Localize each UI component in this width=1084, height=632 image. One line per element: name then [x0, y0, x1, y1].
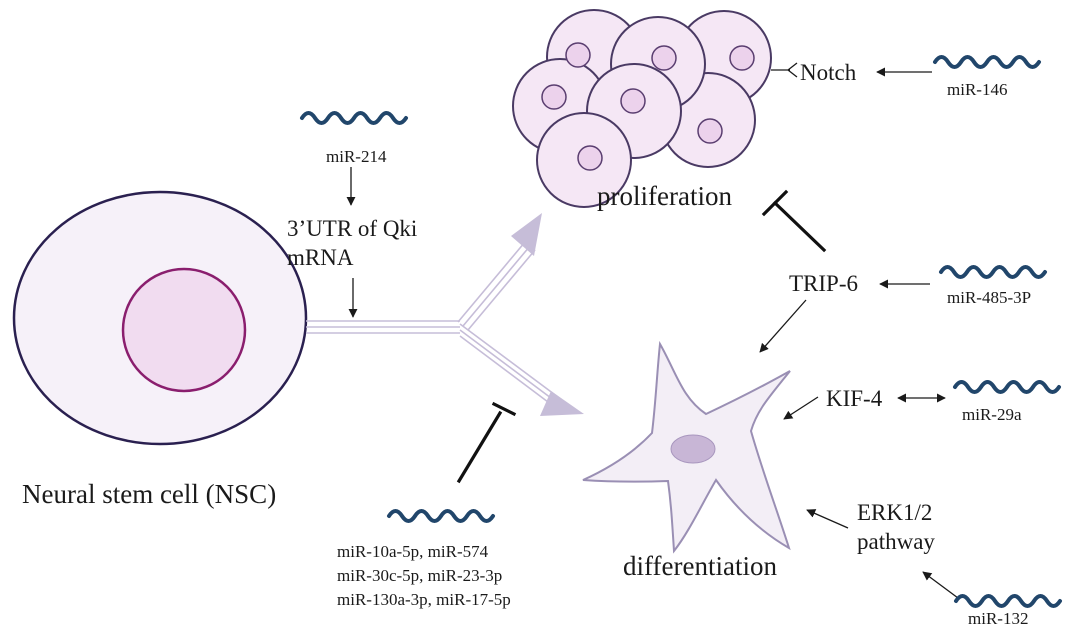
proliferating-cells	[512, 9, 772, 208]
mir214-label: miR-214	[326, 147, 387, 166]
neural-stem-cell	[12, 190, 308, 446]
nsc-label: Neural stem cell (NSC)	[22, 479, 276, 509]
trip6-inhibits-proliferation	[772, 200, 827, 253]
mirna-group-line2: miR-30c-5p, miR-23-3p	[337, 566, 502, 585]
mir146-label: miR-146	[947, 80, 1007, 99]
mirna-group-strand-icon	[387, 509, 495, 523]
arrow-erk-differentiation	[806, 509, 849, 529]
qki-label-line2: mRNA	[287, 245, 354, 270]
arrow-mir132-erk	[922, 571, 959, 599]
mir132-strand-icon	[954, 594, 1062, 608]
mir146-strand-icon	[933, 55, 1041, 69]
differentiation-label: differentiation	[623, 551, 777, 581]
mirna-group-line3: miR-130a-3p, miR-17-5p	[337, 590, 511, 609]
erk-label-line2: pathway	[857, 529, 935, 554]
erk-label-line1: ERK1/2	[857, 500, 932, 525]
arrowhead-to-proliferation	[511, 213, 542, 256]
arrow-kif4-differentiation	[783, 396, 819, 420]
notch-label: Notch	[800, 60, 857, 85]
mir485-label: miR-485-3P	[947, 288, 1031, 307]
mirna-group-inhibits-differentiation	[456, 410, 503, 484]
qki-label-line1: 3’UTR of Qki	[287, 216, 417, 241]
inhibition-bar-proliferation	[761, 189, 789, 217]
kif4-label: KIF-4	[826, 386, 883, 411]
proliferation-label: proliferation	[597, 181, 732, 211]
mirna-group-line1: miR-10a-5p, miR-574	[337, 542, 489, 561]
notch-receptor-mark	[771, 62, 798, 78]
mir214-strand-icon	[300, 111, 408, 125]
mir132-label: miR-132	[968, 609, 1028, 628]
inhibition-bar-differentiation	[491, 401, 517, 417]
arrowhead-to-differentiation	[540, 391, 584, 416]
mir29a-label: miR-29a	[962, 405, 1022, 424]
nsc-nucleus	[121, 267, 247, 393]
mir29a-strand-icon	[953, 380, 1061, 394]
arrow-trip6-differentiation	[759, 299, 807, 353]
branch-arrow	[306, 241, 563, 409]
mir485-strand-icon	[939, 265, 1047, 279]
trip6-label: TRIP-6	[789, 271, 858, 296]
differentiating-neuron	[582, 340, 791, 554]
neuron-nucleus	[670, 434, 716, 464]
